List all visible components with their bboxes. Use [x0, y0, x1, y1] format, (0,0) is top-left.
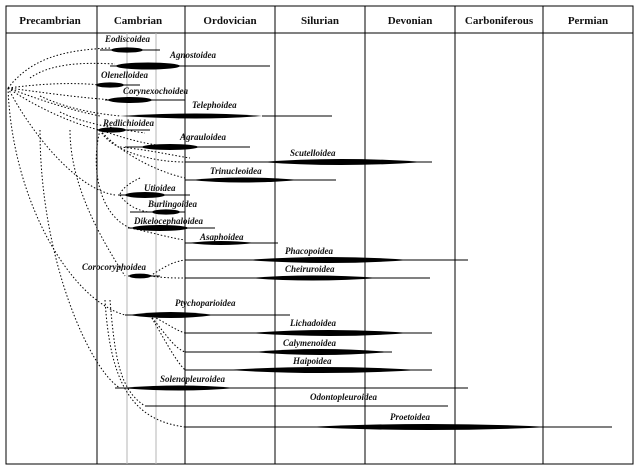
spindle-utioidea	[125, 192, 165, 198]
taxon-label-agrauloidea: Agrauloidea	[179, 132, 227, 142]
taxon-label-burlingoidea: Burlingoidea	[147, 199, 198, 209]
period-label-precambrian: Precambrian	[19, 15, 81, 27]
taxon-label-corynexochoidea: Corynexochoidea	[123, 86, 188, 96]
spindle-solenopleuroidea	[120, 385, 236, 391]
taxon-ranges	[96, 47, 612, 430]
taxon-label-eodiscoidea: Eodiscoidea	[104, 34, 150, 44]
taxon-label-calymenoidea: Calymenoidea	[283, 338, 336, 348]
taxon-label-haipoidea: Haipoidea	[292, 356, 332, 366]
spindle-scutelloidea	[260, 159, 425, 165]
period-label-silurian: Silurian	[301, 15, 339, 27]
spindle-eodiscoidea	[111, 47, 143, 53]
spindle-olenelloidea	[96, 82, 124, 88]
period-label-permian: Permian	[568, 15, 608, 27]
spindle-corynexochoidea	[108, 97, 152, 103]
spindle-asaphoidea	[188, 241, 255, 245]
taxon-label-telephoidea: Telephoidea	[192, 100, 237, 110]
branch-lines	[7, 47, 191, 428]
taxon-label-trinucleoidea: Trinucleoidea	[210, 166, 262, 176]
spindle-redlichioidea	[98, 127, 126, 133]
taxon-label-odontopleuroidea: Odontopleuroidea	[310, 392, 378, 402]
taxon-label-lichadoidea: Lichadoidea	[289, 318, 336, 328]
taxon-label-ptychoparioidea: Ptychoparioidea	[175, 298, 236, 308]
spindle-agrauloidea	[142, 144, 198, 150]
spindle-agnostoidea	[116, 62, 180, 70]
period-label-cambrian: Cambrian	[114, 15, 162, 27]
chart-frame	[5, 5, 634, 465]
taxon-label-phacopoidea: Phacopoidea	[285, 246, 333, 256]
spindle-burlingoidea	[152, 209, 180, 215]
spindle-dikelocephaloidea	[132, 225, 188, 231]
spindle-telephoidea	[120, 113, 262, 119]
spindle-cheiruroidea	[250, 275, 380, 281]
period-label-devonian: Devonian	[388, 15, 433, 27]
taxon-label-agnostoidea: Agnostoidea	[169, 50, 217, 60]
taxon-label-utioidea: Utioidea	[144, 183, 176, 193]
taxon-label-dikelocephaloidea: Dikelocephaloidea	[133, 216, 203, 226]
taxon-label-olenelloidea: Olenelloidea	[101, 70, 148, 80]
spindle-phacopoidea	[245, 257, 410, 263]
taxon-label-asaphoidea: Asaphoidea	[199, 232, 244, 242]
spindle-corocoryphoidea	[129, 273, 151, 279]
spindle-trinucleoidea	[190, 177, 300, 183]
period-label-ordovician: Ordovician	[203, 15, 256, 27]
spindle-haipoidea	[228, 367, 420, 373]
spindle-calymenoidea	[252, 349, 390, 355]
taxon-labels: Eodiscoidea Agnostoidea Olenelloidea Cor…	[82, 34, 430, 422]
taxon-label-proetoidea: Proetoidea	[390, 412, 430, 422]
taxon-label-solenopleuroidea: Solenopleuroidea	[160, 374, 226, 384]
spindle-lichadoidea	[248, 330, 410, 336]
spindle-proetoidea	[305, 424, 550, 430]
taxon-label-cheiruroidea: Cheiruroidea	[285, 264, 335, 274]
spindle-ptychoparioidea	[128, 312, 215, 318]
period-label-carboniferous: Carboniferous	[465, 15, 534, 27]
taxon-label-corocoryphoidea: Corocoryphoidea	[82, 262, 146, 272]
taxon-label-redlichioidea: Redlichioidea	[102, 118, 154, 128]
taxon-label-scutelloidea: Scutelloidea	[290, 148, 336, 158]
